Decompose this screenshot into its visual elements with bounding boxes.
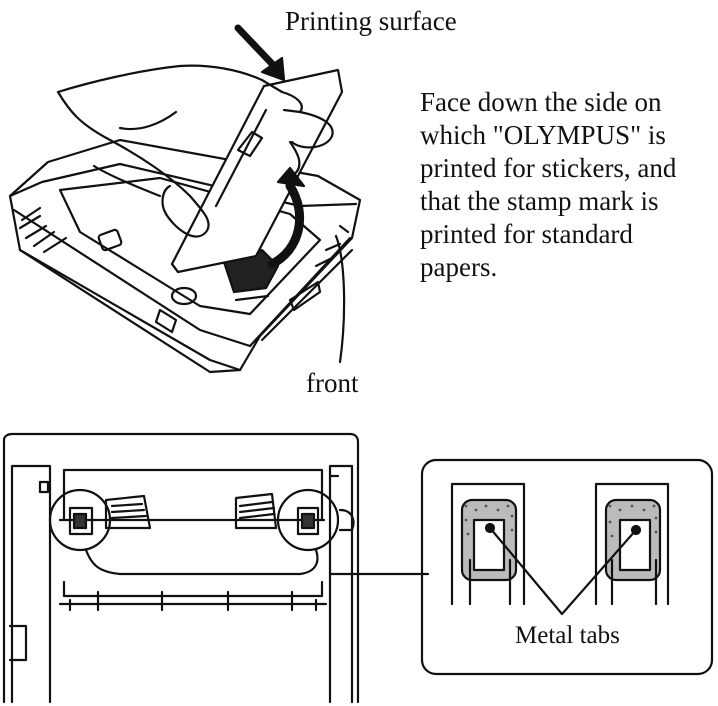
instruction-note: Face down the side on which "OLYMPUS" is…: [420, 86, 676, 284]
metal-tabs-detail-inset: [420, 458, 714, 676]
metal-tab-stipple: [464, 504, 658, 538]
note-line: which "OLYMPUS" is: [420, 120, 666, 150]
paper-tray-illustration: [8, 24, 362, 374]
note-line: that the stamp mark is: [420, 186, 659, 216]
note-line: printed for stickers, and: [420, 153, 677, 183]
note-line: Face down the side on: [420, 87, 662, 117]
metal-tabs-label: Metal tabs: [515, 622, 620, 649]
front-label: front: [306, 368, 359, 398]
note-line: papers.: [420, 252, 498, 282]
note-line: printed for standard: [420, 219, 633, 249]
printing-surface-label: Printing surface: [285, 6, 457, 36]
tray-top-view-illustration: [2, 432, 430, 704]
